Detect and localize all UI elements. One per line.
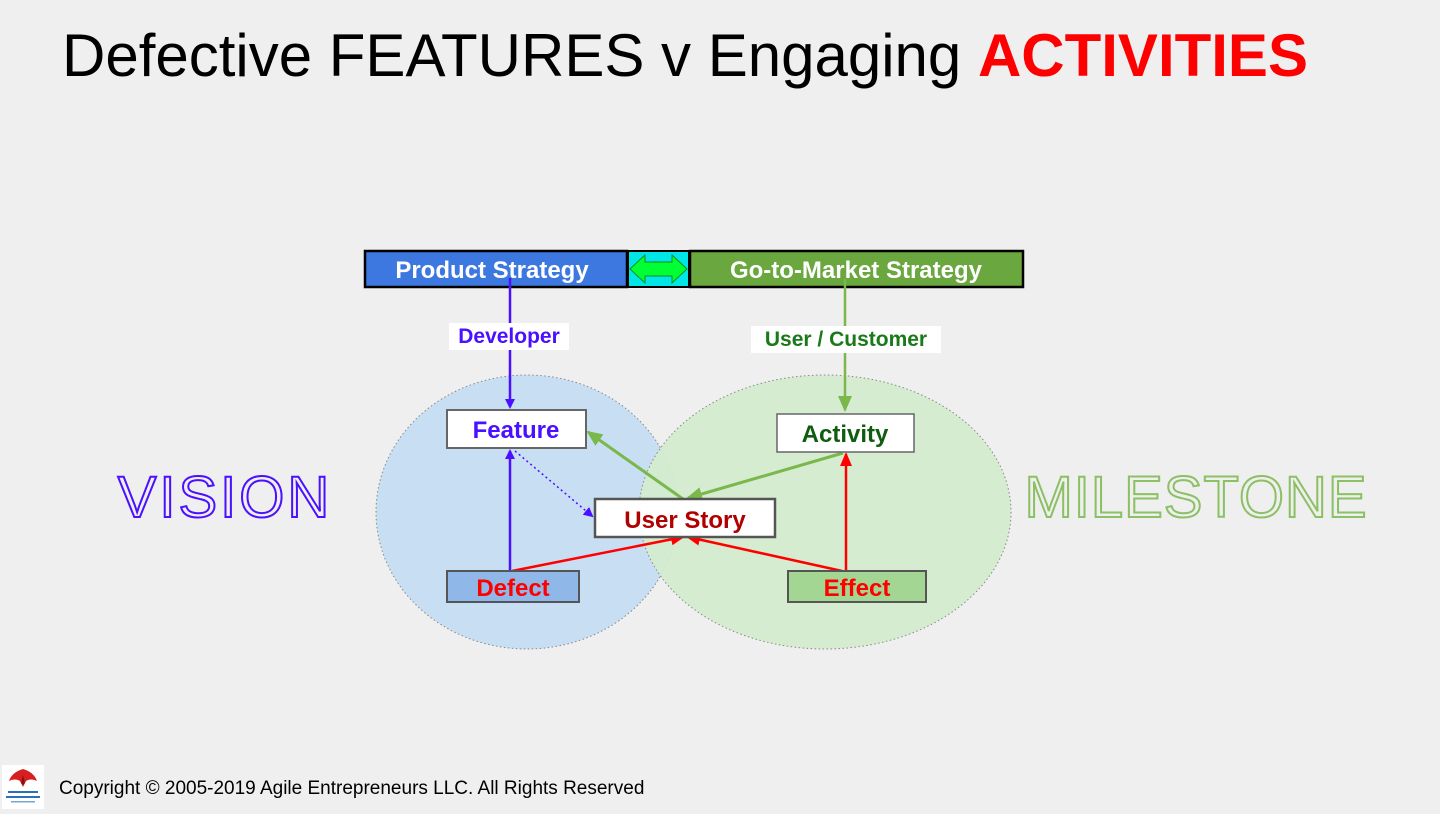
product-strategy-label: Product Strategy: [395, 257, 589, 284]
company-logo: [2, 765, 44, 809]
feature-to-user-story-dotted-arrow: [514, 450, 594, 518]
gtm-strategy-label: Go-to-Market Strategy: [730, 257, 983, 284]
vision-label: VISION: [118, 465, 333, 530]
defect-label: Defect: [476, 575, 549, 602]
eagle-logo-icon: [6, 769, 40, 803]
developer-label: Developer: [458, 325, 560, 348]
feature-box: [446, 409, 587, 449]
bidirectional-arrow-icon: [629, 253, 688, 285]
defect-box: [446, 570, 580, 603]
effect-to-user-story-arrow: [686, 533, 843, 573]
copyright-footer: Copyright © 2005-2019 Agile Entrepreneur…: [59, 778, 645, 799]
activity-to-user-story-arrow: [686, 451, 844, 501]
slide-title: Defective FEATURES v Engaging ACTIVITIES: [62, 22, 1308, 90]
activity-label: Activity: [802, 421, 889, 448]
milestone-label: MILESTONE: [1024, 465, 1367, 530]
effect-label: Effect: [824, 575, 891, 602]
title-accent: ACTIVITIES: [977, 22, 1308, 89]
gtm-strategy-box: [688, 249, 1025, 289]
user-customer-label: User / Customer: [765, 328, 927, 351]
title-prefix: Defective FEATURES v Engaging: [62, 22, 978, 89]
product-strategy-box: [363, 249, 629, 289]
user-story-label: User Story: [624, 507, 746, 534]
activity-box: [776, 413, 915, 453]
user-story-box: [593, 497, 777, 539]
effect-box: [787, 570, 927, 603]
feature-label: Feature: [473, 417, 560, 444]
user-story-to-feature-arrow: [586, 430, 684, 501]
user-customer-label-bg: [751, 326, 941, 353]
developer-label-bg: [449, 323, 569, 350]
defect-to-user-story-arrow: [511, 533, 685, 573]
